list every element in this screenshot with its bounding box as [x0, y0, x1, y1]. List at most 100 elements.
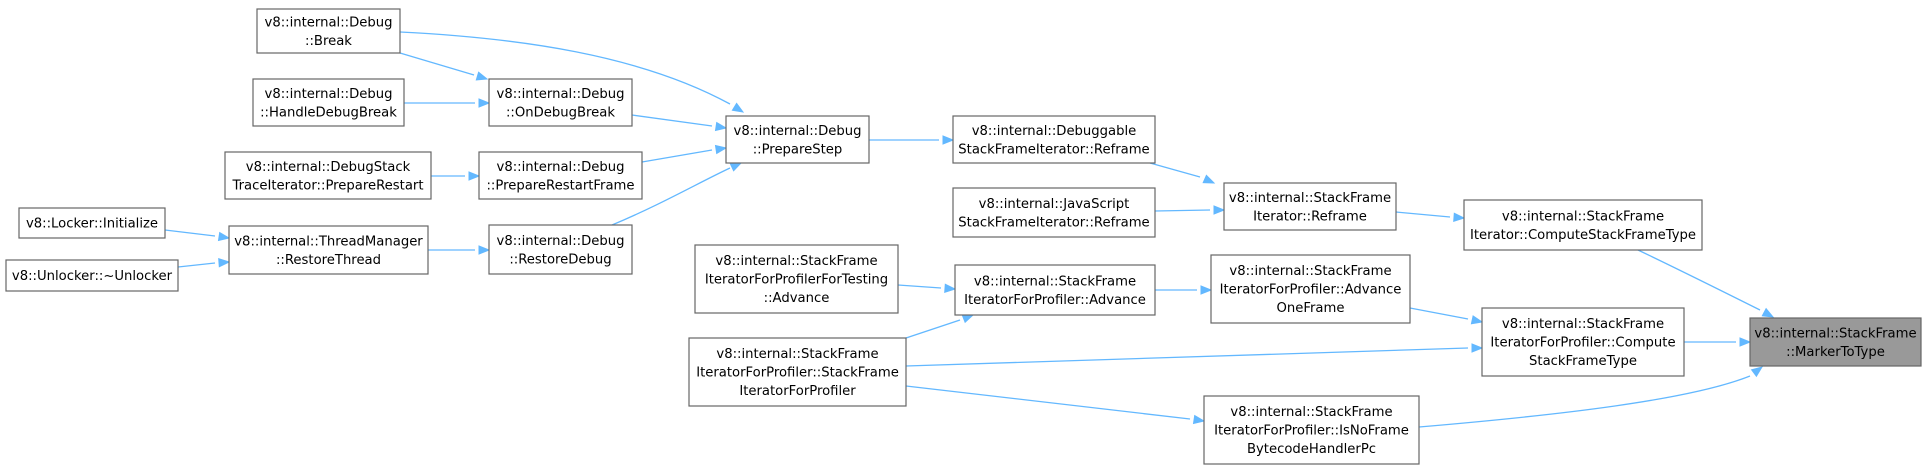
arrowhead	[468, 171, 481, 181]
node-box	[725, 115, 870, 164]
edge-compute_sft-to-marker_to_type	[1637, 249, 1775, 318]
edge-line	[1637, 249, 1761, 311]
node-sfifp-advance-one[interactable]: v8::internal::StackFrameIteratorForProfi…	[1210, 254, 1411, 324]
edge-line	[631, 114, 713, 127]
edge-line	[1154, 209, 1211, 212]
node-box	[228, 225, 429, 275]
node-dsti-preparerestart[interactable]: v8::internal::DebugStackTraceIterator::P…	[224, 151, 432, 200]
edge-line	[641, 149, 713, 163]
edge-tm_restorethread-to-debug_restoredebug	[428, 245, 491, 255]
node-label-line: v8::internal::StackFrame	[715, 254, 877, 269]
edge-debuggable_reframe-to-sfi_reframe	[1149, 162, 1216, 184]
node-box	[1749, 317, 1922, 367]
node-box	[224, 151, 432, 200]
node-box	[1210, 254, 1411, 324]
arrowhead	[731, 102, 745, 113]
node-label-line: v8::internal::Debug	[265, 87, 393, 102]
edge-debug_preparestep-to-debuggable_reframe	[869, 135, 955, 145]
node-label-line: v8::internal::StackFrame	[1502, 317, 1664, 332]
edge-line	[1418, 375, 1751, 428]
arrowhead	[1213, 205, 1226, 215]
edge-sfifp_compute-to-marker_to_type	[1684, 337, 1752, 347]
node-locker-initialize[interactable]: v8::Locker::Initialize	[18, 207, 166, 239]
arrowhead	[1453, 212, 1466, 223]
node-sfifp-isnoframe[interactable]: v8::internal::StackFrameIteratorForProfi…	[1203, 395, 1420, 465]
edge-unlocker_dtor-to-tm_restorethread	[177, 257, 231, 268]
arrowhead	[217, 231, 231, 242]
node-debuggable-reframe[interactable]: v8::internal::DebuggableStackFrameIterat…	[952, 115, 1156, 164]
node-label-line: v8::internal::StackFrame	[1754, 326, 1916, 341]
node-box	[688, 337, 907, 407]
nodes-layer: v8::internal::StackFrame::MarkerToTypev8…	[5, 8, 1922, 465]
edge-line	[897, 284, 942, 289]
edge-debug_break-to-debug_ondebugbreak	[399, 52, 489, 81]
node-label-line: v8::internal::Debuggable	[972, 124, 1137, 139]
node-box	[1463, 199, 1703, 251]
node-box	[18, 207, 166, 239]
edge-sfifp_ctor-to-sfifp_isnoframe	[905, 385, 1206, 425]
edge-line	[1149, 162, 1201, 178]
edge-sfifp_isnoframe-to-marker_to_type	[1418, 366, 1764, 428]
edge-dsti_preparerestart-to-debug_preparerestartframe	[431, 171, 481, 181]
node-compute-sft[interactable]: v8::internal::StackFrameIterator::Comput…	[1463, 199, 1703, 251]
node-sfifp-ctor[interactable]: v8::internal::StackFrameIteratorForProfi…	[688, 337, 907, 407]
node-box	[1481, 307, 1685, 377]
node-debug-preparestep[interactable]: v8::internal::Debug::PrepareStep	[725, 115, 870, 164]
edge-debug_handledebugbreak-to-debug_ondebugbreak	[404, 98, 491, 108]
node-label-line: v8::internal::StackFrame	[1230, 405, 1392, 420]
node-box	[488, 224, 633, 275]
arrowhead	[1761, 307, 1775, 318]
node-label-line: v8::internal::StackFrame	[974, 274, 1136, 289]
node-sfi-reframe[interactable]: v8::internal::StackFrameIterator::Refram…	[1223, 182, 1397, 231]
arrowhead	[1192, 414, 1206, 425]
edge-line	[177, 262, 216, 268]
node-label-line: StackFrameIterator::Reframe	[958, 142, 1149, 157]
node-label-line: IteratorForProfilerForTesting	[705, 273, 888, 288]
node-js-reframe[interactable]: v8::internal::JavaScriptStackFrameIterat…	[952, 187, 1156, 238]
node-box	[252, 78, 405, 127]
node-label-line: Iterator::Reframe	[1253, 209, 1367, 224]
node-debug-ondebugbreak[interactable]: v8::internal::Debug::OnDebugBreak	[488, 78, 633, 127]
node-box	[952, 115, 1156, 164]
edge-sfifp_advance_one-to-sfifp_compute	[1409, 307, 1484, 325]
edge-line	[611, 167, 731, 226]
node-label-line: IteratorForProfiler	[739, 384, 856, 399]
node-label-line: v8::Unlocker::~Unlocker	[12, 269, 173, 284]
arrowhead	[1470, 315, 1484, 325]
node-label-line: IteratorForProfiler::StackFrame	[696, 366, 899, 381]
node-debug-handledebugbreak[interactable]: v8::internal::Debug::HandleDebugBreak	[252, 78, 405, 127]
node-box	[952, 187, 1156, 238]
edge-sfifp_advance-to-sfifp_advance_one	[1155, 285, 1213, 295]
node-sfifp-advance[interactable]: v8::internal::StackFrameIteratorForProfi…	[954, 264, 1156, 316]
arrowhead	[942, 135, 955, 145]
edge-sfifp_ctor-to-sfifp_advance	[905, 314, 975, 339]
node-box	[694, 244, 899, 314]
node-label-line: IteratorForProfiler::IsNoFrame	[1214, 424, 1409, 439]
node-box	[1203, 395, 1420, 465]
node-label-line: IteratorForProfiler::Advance	[1220, 283, 1402, 298]
node-debug-break[interactable]: v8::internal::Debug::Break	[256, 8, 401, 54]
node-unlocker-dtor[interactable]: v8::Unlocker::~Unlocker	[5, 259, 179, 292]
edge-line	[399, 52, 475, 76]
node-label-line: v8::internal::StackFrame	[716, 347, 878, 362]
arrowhead	[218, 257, 231, 268]
edge-line	[905, 319, 961, 339]
node-debug-preparerestartframe[interactable]: v8::internal::Debug::PrepareRestartFrame	[478, 151, 643, 200]
node-label-line: v8::internal::Debug	[497, 160, 625, 175]
node-label-line: v8::internal::DebugStack	[246, 160, 411, 175]
node-label-line: v8::internal::Debug	[734, 124, 862, 139]
node-label-line: v8::internal::StackFrame	[1229, 264, 1391, 279]
edge-debug_break-to-debug_preparestep	[399, 31, 745, 113]
node-label-line: ::Break	[305, 34, 352, 49]
edge-line	[399, 31, 731, 105]
node-sfifp-compute[interactable]: v8::internal::StackFrameIteratorForProfi…	[1481, 307, 1685, 377]
node-debug-restoredebug[interactable]: v8::internal::Debug::RestoreDebug	[488, 224, 633, 275]
edge-line	[905, 385, 1191, 420]
arrowhead	[1739, 337, 1752, 347]
node-label-line: Iterator::ComputeStackFrameType	[1470, 228, 1696, 243]
edge-sfifpt_advance-to-sfifp_advance	[897, 283, 957, 294]
node-label-line: v8::internal::Debug	[497, 87, 625, 102]
node-tm-restorethread[interactable]: v8::internal::ThreadManager::RestoreThre…	[228, 225, 429, 275]
node-sfifpt-advance[interactable]: v8::internal::StackFrameIteratorForProfi…	[694, 244, 899, 314]
